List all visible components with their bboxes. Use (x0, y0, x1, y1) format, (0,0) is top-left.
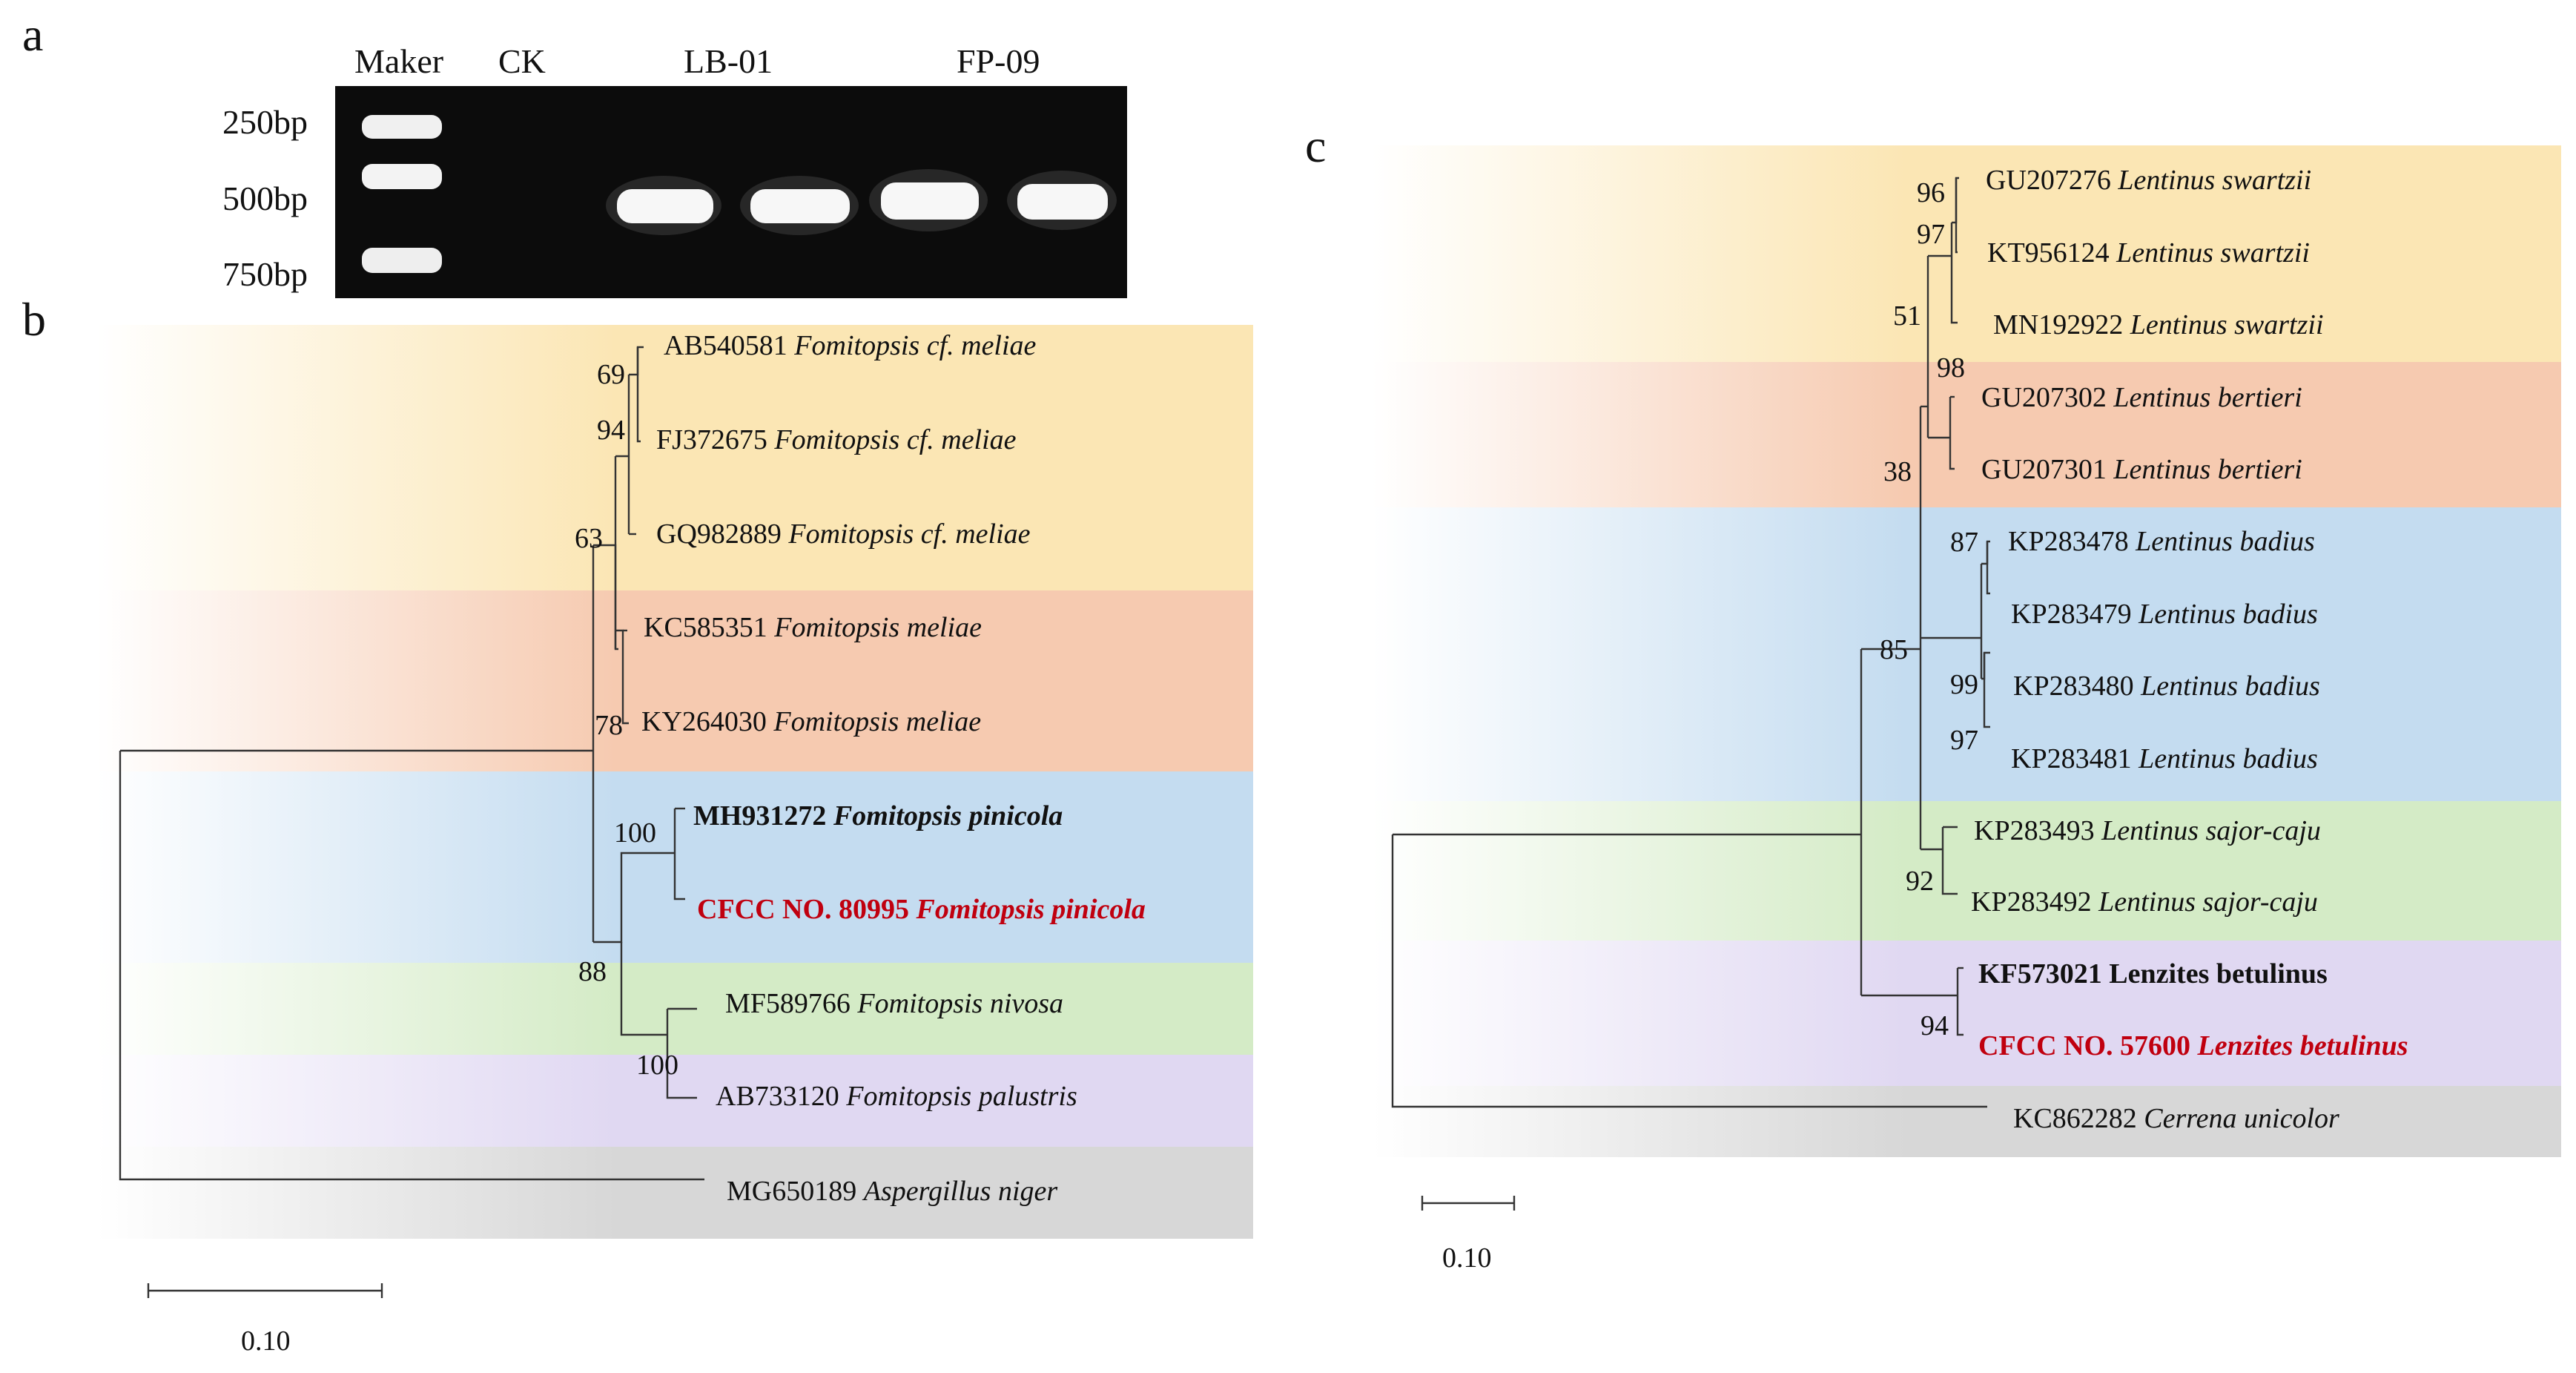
tree-b-leaf-query: CFCC NO. 80995 Fomitopsis pinicola (697, 894, 1146, 925)
ladder-band-500 (362, 164, 442, 189)
clade-band-palustris (96, 1055, 1253, 1147)
clade-band-sajor-caju (1372, 801, 2561, 941)
panel-a-letter: a (22, 8, 43, 61)
ladder-label-250: 250bp (222, 103, 308, 141)
tree-c-leaf: GU207301 Lentinus bertieri (1981, 454, 2302, 485)
ladder-band-250 (362, 115, 442, 139)
tree-b-leaf: KC585351 Fomitopsis meliae (644, 612, 982, 643)
tree-c-leaf: KT956124 Lentinus swartzii (1987, 237, 2310, 269)
bootstrap-c-5: 38 (1883, 456, 1912, 487)
bootstrap-b-7: 100 (636, 1050, 678, 1081)
tree-b-leaf: AB733120 Fomitopsis palustris (716, 1081, 1077, 1112)
tree-c-leaf: KC862282 Cerrena unicolor (2013, 1103, 2339, 1134)
gel-lane-label-fp09: FP-09 (957, 42, 1040, 80)
tree-c-leaf: GU207276 Lentinus swartzii (1986, 165, 2311, 196)
tree-c-leaf: MN192922 Lentinus swartzii (1993, 309, 2324, 340)
band-lb01-1 (617, 189, 713, 223)
tree-c-leaf-query: CFCC NO. 57600 Lenzites betulinus (1978, 1030, 2408, 1061)
clade-band-cerrena (1372, 1086, 2561, 1157)
tree-c-scale-label: 0.10 (1442, 1242, 1492, 1274)
tree-b-leaf: AB540581 Fomitopsis cf. meliae (664, 330, 1037, 361)
bootstrap-b-1: 69 (597, 359, 625, 390)
tree-b-scale-label: 0.10 (241, 1326, 291, 1357)
panel-b-letter: b (22, 293, 46, 346)
ladder-label-500: 500bp (222, 180, 308, 217)
tree-b-leaf: KY264030 Fomitopsis meliae (641, 706, 981, 737)
bootstrap-b-6: 88 (578, 956, 607, 987)
clade-band-lenzites (1372, 941, 2561, 1086)
ladder-band-750 (362, 248, 442, 273)
bootstrap-c-11: 94 (1921, 1010, 1949, 1041)
panel-c-letter: c (1305, 119, 1326, 172)
gel-lane-label-ck: CK (498, 42, 546, 80)
tree-c-leaf: KP283480 Lentinus badius (2013, 671, 2320, 702)
clade-band-badius (1372, 507, 2561, 801)
tree-b-leaf: MG650189 Aspergillus niger (727, 1176, 1057, 1207)
tree-b-leaf-highlight: MH931272 Fomitopsis pinicola (693, 800, 1063, 832)
bootstrap-b-5: 100 (614, 817, 656, 849)
tree-b-leaf: GQ982889 Fomitopsis cf. meliae (656, 518, 1031, 550)
tree-c-leaf: KP283478 Lentinus badius (2008, 526, 2315, 557)
bootstrap-c-6: 87 (1950, 527, 1978, 558)
tree-c-branches (1391, 177, 1990, 1211)
bootstrap-c-9: 97 (1950, 725, 1978, 756)
tree-c-leaf: KP283481 Lentinus badius (2011, 743, 2318, 774)
bootstrap-c-1: 96 (1917, 177, 1945, 208)
tree-b-leaf: FJ372675 Fomitopsis cf. meliae (656, 424, 1017, 455)
bootstrap-b-3: 63 (575, 523, 603, 554)
band-lb01-2 (750, 189, 850, 223)
clade-band-meliae (96, 590, 1253, 771)
band-fp09-1 (881, 182, 979, 220)
bootstrap-c-7: 85 (1880, 634, 1908, 665)
tree-c-leaf: KP283493 Lentinus sajor-caju (1974, 815, 2321, 846)
bootstrap-c-10: 92 (1906, 866, 1934, 897)
bootstrap-c-8: 99 (1950, 669, 1978, 700)
bootstrap-b-4: 78 (595, 710, 623, 741)
tree-b-branches (119, 346, 704, 1298)
tree-b-leaf: MF589766 Fomitopsis nivosa (725, 988, 1063, 1019)
bootstrap-b-2: 94 (597, 415, 625, 446)
tree-c-leaf-highlight: KF573021 Lenzites betulinus (1978, 958, 2328, 990)
clade-band-swartzii (1372, 145, 2561, 362)
clade-band-cf-meliae (96, 325, 1253, 590)
gel-lane-label-lb01: LB-01 (684, 42, 773, 80)
gel-image (335, 86, 1127, 298)
ladder-label-750: 750bp (222, 255, 308, 293)
bootstrap-c-3: 51 (1893, 300, 1921, 332)
gel-lane-label-maker: Maker (354, 42, 443, 80)
clade-band-bertieri (1372, 362, 2561, 507)
tree-c-leaf: KP283492 Lentinus sajor-caju (1971, 886, 2318, 918)
clade-band-aspergillus (96, 1147, 1253, 1239)
band-fp09-2 (1017, 184, 1108, 220)
tree-c-leaf: GU207302 Lentinus bertieri (1981, 382, 2302, 413)
bootstrap-c-2: 97 (1917, 219, 1945, 250)
bootstrap-c-4: 98 (1937, 352, 1965, 383)
tree-c-leaf: KP283479 Lentinus badius (2011, 599, 2318, 630)
